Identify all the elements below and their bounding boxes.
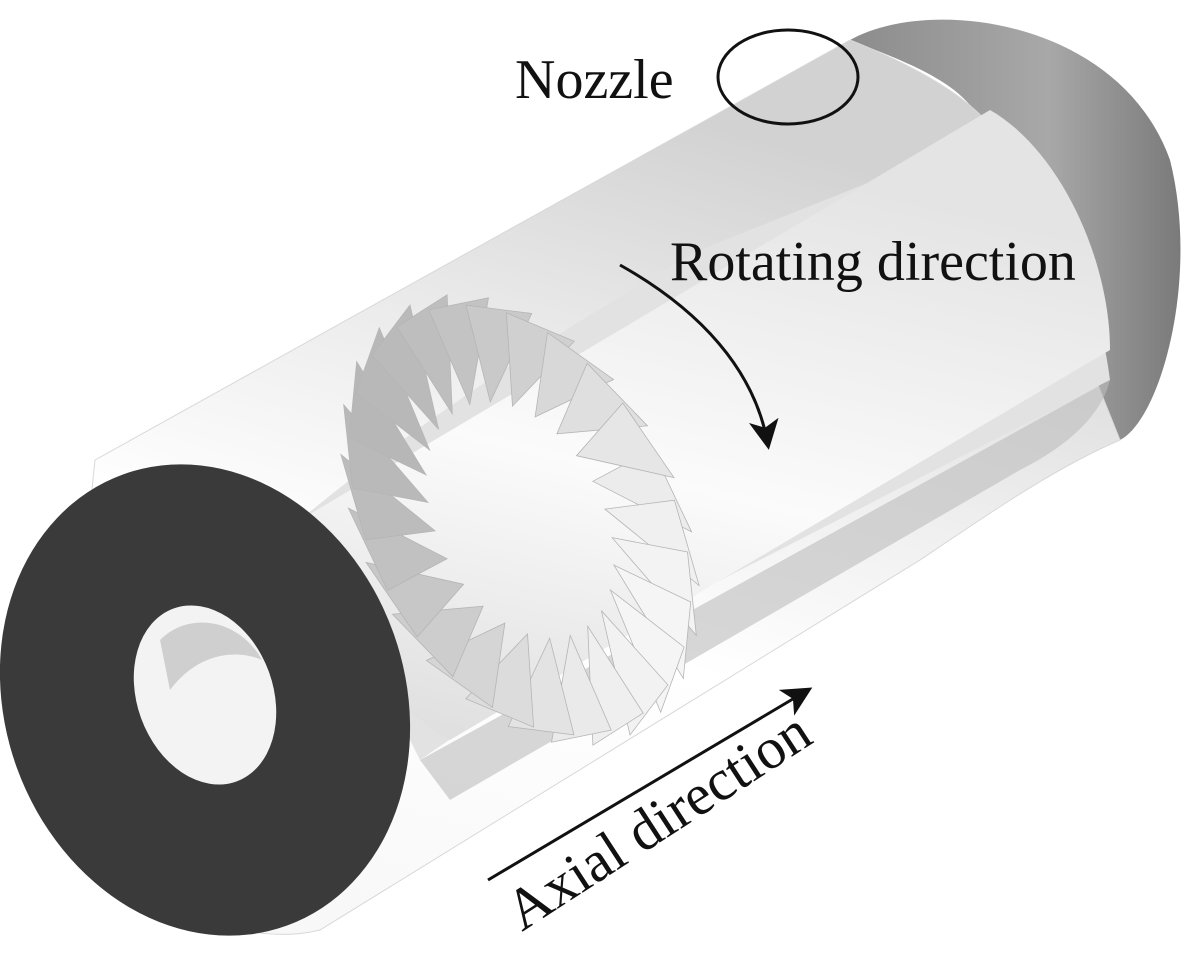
axial-direction-arrow [487, 687, 813, 882]
swirl-vane [575, 402, 675, 479]
bore-shade [160, 622, 262, 690]
rotating-direction-label: Rotating direction [670, 231, 1076, 293]
rotating-direction-arrow [619, 263, 779, 450]
nozzle-marker [716, 28, 860, 126]
inner-core [300, 110, 1110, 740]
nozzle-label: Nozzle [515, 49, 674, 111]
swirl-vanes [340, 294, 700, 746]
